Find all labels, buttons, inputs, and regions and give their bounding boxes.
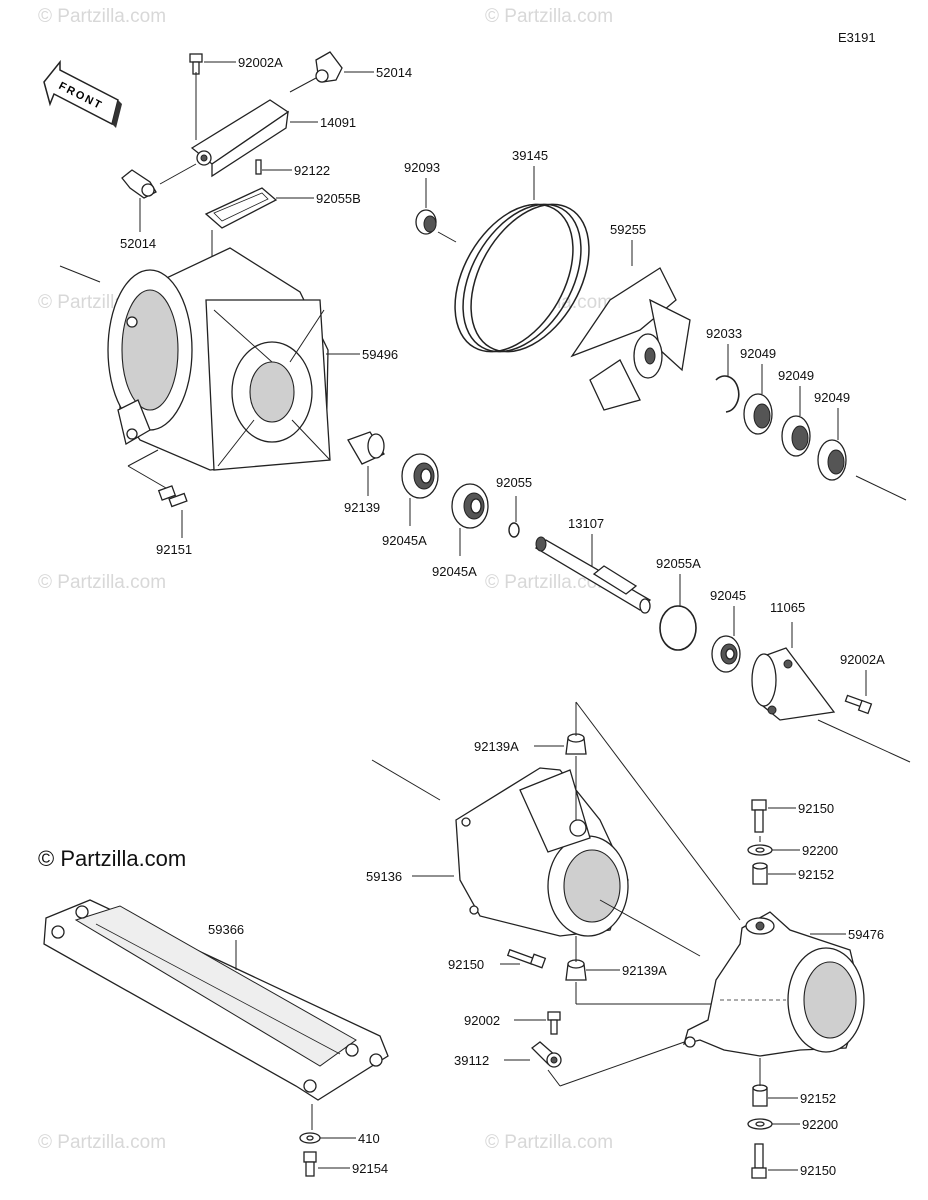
label-59476: 59476 — [848, 927, 884, 942]
part-59136-nozzle[interactable] — [455, 767, 629, 937]
label-92152-bottom: 92152 — [800, 1091, 836, 1106]
copyright-text: © Partzilla.com — [38, 846, 186, 871]
label-92045: 92045 — [710, 588, 746, 603]
part-92150-bolt-bottom[interactable] — [751, 1143, 767, 1179]
label-92033: 92033 — [706, 326, 742, 341]
diagram-code: E3191 — [838, 30, 876, 45]
part-92139A-bushing-bottom[interactable] — [565, 959, 587, 981]
part-92045A-bearing-1[interactable] — [401, 453, 439, 499]
label-92093: 92093 — [404, 160, 440, 175]
label-92002A-right: 92002A — [840, 652, 885, 667]
part-92200-washer-bottom[interactable] — [747, 1118, 773, 1130]
part-92139A-bushing-top[interactable] — [565, 733, 587, 755]
part-92049-seal-3[interactable] — [817, 439, 847, 481]
part-92139-bushing[interactable] — [347, 431, 385, 465]
part-92002A-bolt-right[interactable] — [844, 694, 873, 715]
part-59366-ride-plate[interactable] — [43, 899, 389, 1101]
label-39112: 39112 — [454, 1053, 489, 1068]
label-92055B: 92055B — [316, 191, 361, 206]
part-92045-bearing[interactable] — [711, 635, 741, 673]
part-13107-drive-shaft[interactable] — [534, 536, 652, 614]
label-92151: 92151 — [156, 542, 192, 557]
part-92150-bolt-mid[interactable] — [506, 948, 547, 969]
label-92150-mid: 92150 — [448, 957, 484, 972]
part-92200-washer-top[interactable] — [747, 844, 773, 856]
label-92150-bottom: 92150 — [800, 1163, 836, 1178]
part-92045A-bearing-2[interactable] — [451, 483, 489, 529]
label-59366: 59366 — [208, 922, 244, 937]
label-92049-1: 92049 — [740, 346, 776, 361]
label-92154: 92154 — [352, 1161, 388, 1176]
label-92152-top: 92152 — [798, 867, 834, 882]
part-92152-spacer-top[interactable] — [752, 862, 768, 885]
label-59255: 59255 — [610, 222, 646, 237]
part-92033-circlip[interactable] — [715, 375, 740, 413]
watermark: © Partzilla.com — [485, 6, 613, 27]
label-92122: 92122 — [294, 163, 330, 178]
label-52014: 52014 — [376, 65, 412, 80]
part-92152-spacer-bottom[interactable] — [752, 1084, 768, 1107]
part-92093-bushing[interactable] — [415, 209, 437, 235]
label-92139: 92139 — [344, 500, 380, 515]
part-59496-pump-case[interactable] — [107, 247, 331, 471]
label-92200-top: 92200 — [802, 843, 838, 858]
label-14091: 14091 — [320, 115, 356, 130]
part-39112-joint[interactable] — [531, 1041, 562, 1068]
label-39145: 39145 — [512, 148, 548, 163]
part-59255-impeller[interactable] — [570, 267, 691, 411]
part-14091-valve-body[interactable] — [190, 99, 290, 178]
part-92150-bolt-right-top[interactable] — [751, 799, 767, 833]
label-52014-left: 52014 — [120, 236, 156, 251]
label-13107: 13107 — [568, 516, 604, 531]
watermark: © Partzilla.com — [38, 1132, 166, 1153]
part-92049-seal-1[interactable] — [743, 393, 773, 435]
part-92055-o-ring[interactable] — [508, 522, 520, 538]
label-92139A-top: 92139A — [474, 739, 519, 754]
watermark: © Partzilla.com — [38, 6, 166, 27]
label-92055: 92055 — [496, 475, 532, 490]
part-92151-bolt[interactable] — [157, 485, 188, 508]
label-92045A-2: 92045A — [432, 564, 477, 579]
part-59476-steering-nozzle[interactable] — [683, 911, 865, 1057]
label-92055A: 92055A — [656, 556, 701, 571]
label-410: 410 — [358, 1131, 380, 1146]
part-52014-elbow-top[interactable] — [315, 51, 343, 83]
label-59136: 59136 — [366, 869, 402, 884]
part-52014-elbow-left[interactable] — [121, 169, 157, 199]
label-59496: 59496 — [362, 347, 398, 362]
part-92002A-bolt-top[interactable] — [189, 53, 203, 75]
part-410-washer[interactable] — [299, 1132, 321, 1144]
label-92150-right-top: 92150 — [798, 801, 834, 816]
label-92045A-1: 92045A — [382, 533, 427, 548]
label-92049-3: 92049 — [814, 390, 850, 405]
watermark: © Partzilla.com — [485, 1132, 613, 1153]
part-92002-bolt[interactable] — [547, 1011, 561, 1035]
label-11065: 11065 — [770, 600, 805, 615]
part-92154-bolt[interactable] — [303, 1151, 317, 1177]
part-92122-pin[interactable] — [255, 159, 262, 175]
part-92049-seal-2[interactable] — [781, 415, 811, 457]
watermark: © Partzilla.com — [38, 572, 166, 593]
part-39145-wear-ring[interactable] — [431, 184, 614, 373]
part-11065-cap[interactable] — [751, 647, 836, 721]
watermark: © Partzilla.com — [485, 572, 613, 593]
front-arrow-icon: FRONT — [43, 59, 122, 128]
label-92002A: 92002A — [238, 55, 283, 70]
label-92002: 92002 — [464, 1013, 500, 1028]
part-92055A-o-ring[interactable] — [659, 605, 697, 651]
label-92139A-bottom: 92139A — [622, 963, 667, 978]
label-92049-2: 92049 — [778, 368, 814, 383]
label-92200-bottom: 92200 — [802, 1117, 838, 1132]
part-92055B-gasket[interactable] — [204, 187, 278, 229]
